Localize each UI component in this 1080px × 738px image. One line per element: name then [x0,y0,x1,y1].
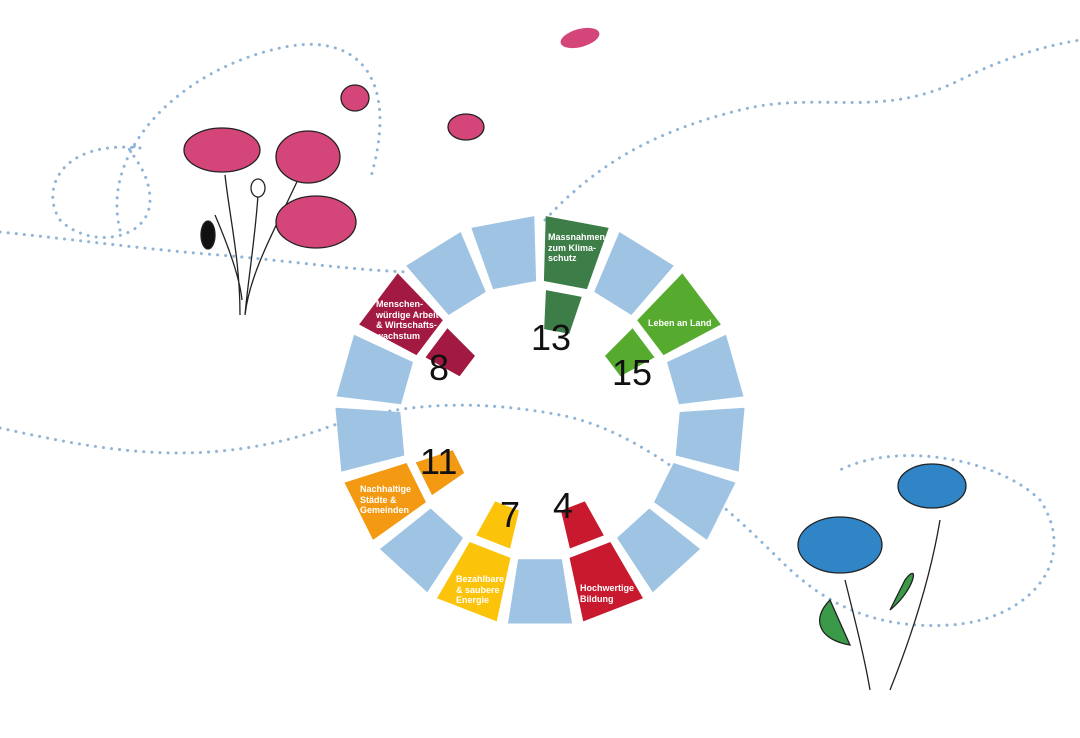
inactive-segment [471,216,537,290]
goal-number-4: 4 [553,485,574,526]
goal-inner-block-7 [476,501,520,549]
stem-icon [214,174,301,316]
goal-inner-block-13 [544,290,582,334]
petal-icon [560,27,600,49]
inactive-segment [667,334,744,405]
inactive-segment [675,407,745,472]
cornflower-icon [797,516,883,574]
petal-icon [447,113,485,141]
inactive-segment [406,231,486,315]
goal-inner-block-4 [560,501,604,549]
goal-inner-block-15 [605,328,655,377]
inactive-segment [379,508,464,593]
dotted-line [543,38,1080,222]
poppy-bud-icon [250,178,266,198]
goal-segment-11 [344,463,426,540]
goal-segment-4 [569,542,644,622]
poppy-icon [275,130,341,184]
poppy-bud-icon [200,220,216,250]
goal-label-15: Leben an Land [648,318,712,328]
inactive-segment [594,231,674,315]
goal-number-8: 8 [429,347,450,388]
goal-inner-block-11 [415,450,465,496]
cornflower-icon [897,463,967,509]
goal-segment-8 [359,273,443,356]
dotted-line [115,42,382,232]
goal-number-13: 13 [531,317,572,358]
goal-number-15: 15 [612,352,653,393]
poppy-flowers [183,27,600,316]
inactive-segment [336,334,413,405]
goal-label-7: Bezahlbare & saubere Energie [456,574,505,605]
inactive-segment [616,508,701,593]
goal-label-13: Massnahmen zum Klima- schutz [548,232,606,263]
inactive-segment [335,407,405,472]
goal-label-8: Menschen- würdige Arbeit & Wirtschafts- … [376,299,439,341]
inactive-segment [654,463,736,540]
goal-label-4: Hochwertige Bildung [580,583,635,604]
poppy-icon [275,195,357,249]
dotted-line [0,230,412,274]
goal-number-11: 11 [420,441,458,482]
leaf-icon [819,572,915,646]
goal-label-11: Nachhaltige Städte & Gemeinden [360,484,412,515]
dotted-paths [0,38,1080,628]
petal-icon [340,84,370,112]
cornflowers [797,463,967,691]
goal-inner-block-8 [425,328,475,377]
dotted-line [0,403,1056,628]
goal-segment-7 [436,542,511,622]
goal-segment-15 [637,273,721,356]
goal-number-7: 7 [500,494,521,535]
goal-segment-13 [543,216,609,290]
poppy-icon [183,127,261,173]
inactive-segment [507,559,573,624]
stem-icon [844,519,941,691]
